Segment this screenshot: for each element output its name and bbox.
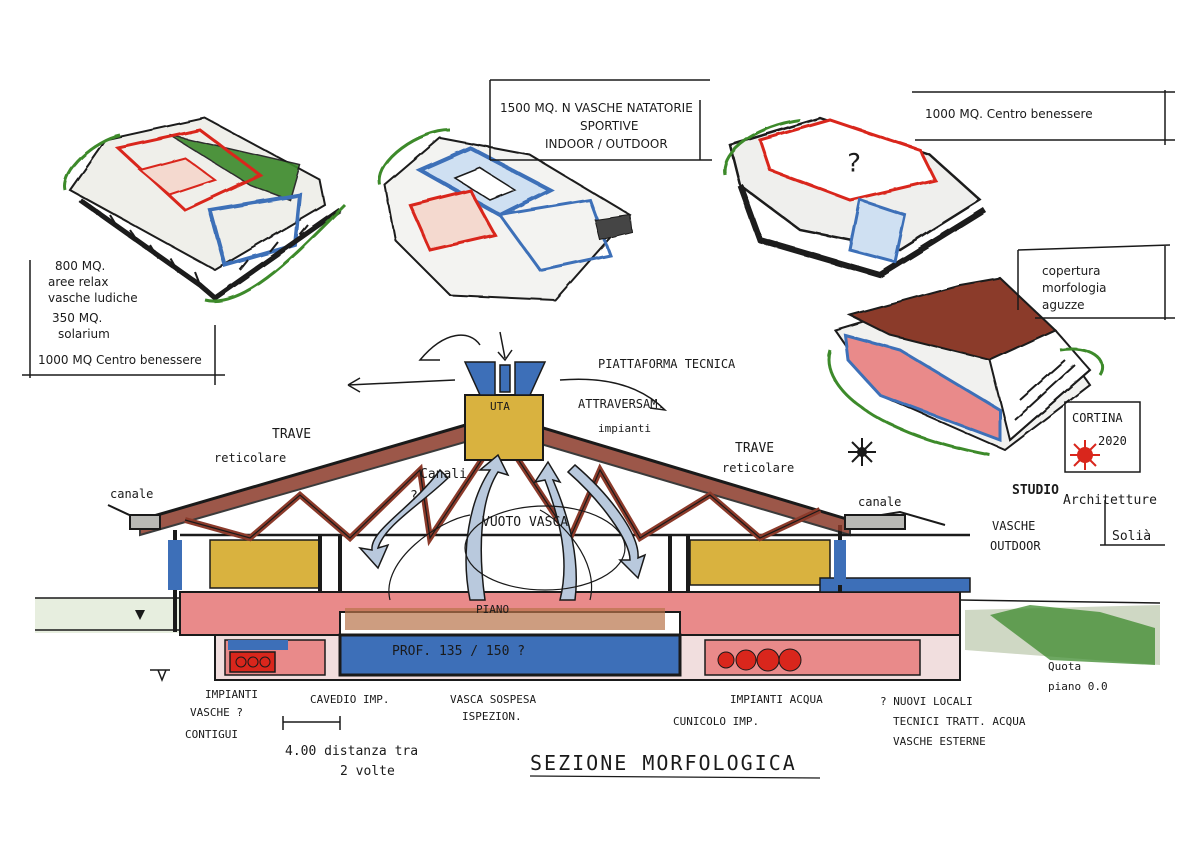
pools-indoor-outdoor-label: INDOOR / OUTDOOR — [545, 137, 668, 151]
arrow-to-left — [347, 377, 456, 393]
level-marker — [150, 669, 170, 683]
dimension-marker: 4.00 distanza tra 2 volte — [282, 716, 418, 779]
gutter-left-label: canale — [110, 487, 153, 501]
solarium-size: 350 MQ. — [52, 311, 102, 325]
note-box-relax: 800 MQ. aree relax vasche ludiche 350 MQ… — [22, 259, 225, 385]
suspended-pool-sub: ISPEZION. — [462, 710, 522, 723]
pools-sport-label: SPORTIVE — [580, 119, 638, 133]
pools-area-label: 1500 MQ. N VASCHE NATATORIE — [500, 101, 693, 115]
deck-timber — [345, 608, 665, 630]
column-blue-right — [834, 540, 846, 585]
left-plants-label: IMPIANTI — [205, 688, 258, 701]
cortina-2020-logo: CORTINA 2020 — [1064, 401, 1141, 473]
note-box-pools: 1500 MQ. N VASCHE NATATORIE SPORTIVE IND… — [489, 79, 712, 161]
axo-sketch-2 — [378, 128, 633, 302]
roof-note-3: aguzze — [1042, 298, 1085, 312]
shaft-label: CAVEDIO IMP. — [310, 693, 389, 706]
crossings-sub-label: impianti — [598, 422, 651, 435]
flow-line-right — [539, 509, 593, 601]
relax-area-size: 800 MQ. — [55, 259, 105, 273]
tunnel-label: CUNICOLO IMP. — [673, 715, 759, 728]
suspended-pool-label: VASCA SOSPESA — [450, 693, 536, 706]
truss-right-label: TRAVE — [735, 441, 774, 456]
level-sub: piano 0.0 — [1048, 680, 1108, 693]
wellness-area-label: 1000 MQ. Centro benessere — [925, 107, 1093, 121]
arrow-to-right — [559, 378, 668, 412]
void-circle — [464, 505, 626, 591]
left-plants-contiguous: CONTIGUI — [185, 728, 238, 741]
studio-architecture-label: Architetture — [1063, 493, 1157, 508]
solarium-label: solarium — [58, 327, 110, 341]
drawing-title: SEZIONE MORFOLOGICA — [530, 751, 797, 775]
crossings-label: ATTRAVERSAM. — [578, 397, 665, 411]
arrow-down-top — [497, 331, 513, 362]
water-plants-label: IMPIANTI ACQUA — [730, 693, 823, 706]
studio-name: Solià — [1112, 529, 1151, 544]
outdoor-pool — [819, 577, 971, 593]
relax-wellness-label: 1000 MQ Centro benessere — [38, 353, 202, 367]
title-underline — [529, 775, 821, 779]
distance-label: 4.00 distanza tra — [285, 744, 418, 759]
axo-sketch-1 — [63, 116, 347, 303]
plant-room-right — [704, 639, 921, 676]
studio-signature: STUDIO Architetture Solià — [1012, 483, 1165, 546]
outdoor-pools-label: VASCHE — [992, 519, 1035, 533]
truss-left-sub: reticolare — [214, 451, 286, 465]
roof-note-1: copertura — [1042, 264, 1100, 278]
new-rooms-sub: TECNICI TRATT. ACQUA — [893, 715, 1026, 728]
level-label: Quota — [1048, 660, 1081, 673]
new-rooms-sub-2: VASCHE ESTERNE — [893, 735, 986, 748]
column-blue-left — [168, 540, 182, 590]
relax-area-label: aree relax — [48, 275, 108, 289]
uta-unit: UTA — [463, 361, 547, 461]
upper-hall-left — [209, 539, 321, 589]
truss-left-label: TRAVE — [272, 427, 311, 442]
channels-question: ? — [410, 489, 418, 504]
roof-note-2: morfologia — [1042, 281, 1107, 295]
truss-right-sub: reticolare — [722, 461, 794, 475]
piano-label: PIANO — [476, 603, 509, 616]
pool-depth-label: PROF. 135 / 150 ? — [392, 644, 525, 659]
flow-line-left — [388, 514, 471, 601]
new-rooms-label: ? NUOVI LOCALI — [880, 695, 973, 708]
cortina-year: 2020 — [1098, 434, 1127, 448]
upper-hall-right — [689, 539, 831, 586]
section-ground-left — [35, 597, 180, 633]
pool-void-label: VUOTO VASCA — [482, 515, 568, 530]
studio-label: STUDIO — [1012, 483, 1059, 498]
uta-label: UTA — [490, 400, 510, 413]
air-flow-arrows — [358, 453, 647, 601]
question-mark-label: ? — [846, 149, 862, 179]
suspended-pool — [338, 633, 682, 677]
note-box-roof: copertura morfologia aguzze — [1017, 244, 1175, 320]
axo-sketch-3: ? — [723, 116, 987, 279]
distance-sub: 2 volte — [340, 764, 395, 779]
gutter-right-label: canale — [858, 495, 901, 509]
outdoor-pools-sub: OUTDOOR — [990, 539, 1041, 553]
note-box-wellness: 1000 MQ. Centro benessere — [912, 90, 1175, 145]
cortina-text: CORTINA — [1072, 411, 1123, 425]
axo-sketch-4 — [827, 276, 1104, 457]
small-sun-sketch — [848, 438, 876, 466]
relax-pools-label: vasche ludiche — [48, 291, 138, 305]
left-plants-sub: VASCHE ? — [190, 706, 243, 719]
section-ground-right — [959, 599, 1161, 665]
channels-label: Canali — [420, 467, 467, 482]
technical-platform-label: PIATTAFORMA TECNICA — [598, 357, 736, 371]
plant-room-left — [224, 639, 326, 676]
arrow-left-top — [418, 334, 481, 361]
